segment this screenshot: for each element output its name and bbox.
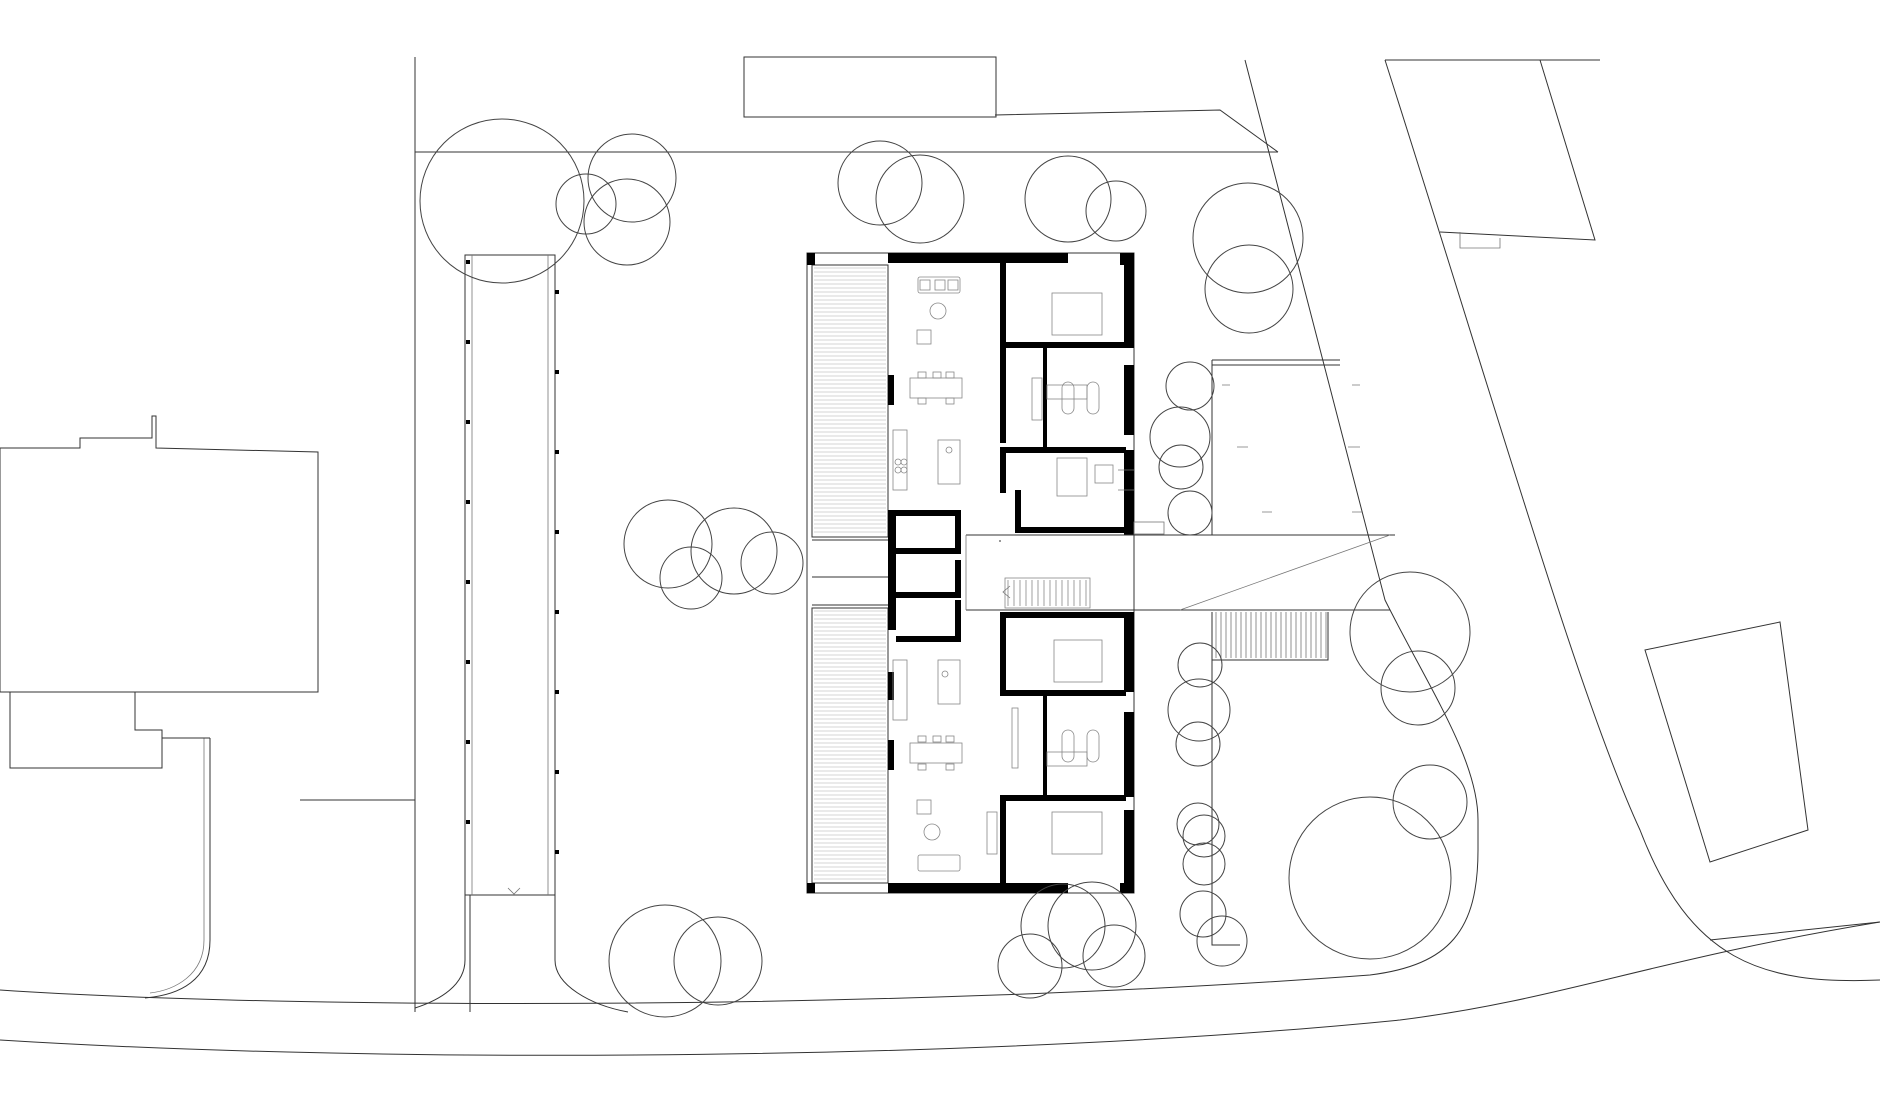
carport-post [466, 660, 470, 664]
tree-canopy [1149, 406, 1211, 468]
tree-canopy [1177, 642, 1223, 688]
tree-canopy [1167, 678, 1231, 742]
tree-canopy [555, 173, 617, 235]
tree-canopy [875, 154, 965, 244]
tree-canopy [1165, 361, 1215, 411]
furniture [892, 276, 1114, 872]
carport-post [466, 820, 470, 824]
road-lines [0, 59, 1880, 1056]
tree-canopy [1176, 802, 1220, 846]
carport-post [466, 260, 470, 264]
tree-canopy [1392, 764, 1468, 840]
tree-canopy [1179, 890, 1227, 938]
deck-boards-south [814, 610, 886, 880]
carport-post [466, 500, 470, 504]
carport-post [555, 770, 559, 774]
tree-canopy [608, 904, 722, 1018]
carport-post [466, 420, 470, 424]
terrace-south [811, 607, 889, 884]
carport-post [555, 530, 559, 534]
main-building [806, 252, 1165, 894]
carport-post [555, 370, 559, 374]
tree-canopy [1020, 883, 1106, 969]
parcel-lines [300, 57, 1395, 1012]
tree-canopy [1192, 182, 1304, 294]
driveway [144, 254, 629, 1013]
tree-canopy [690, 507, 778, 595]
carport-post [555, 610, 559, 614]
carport-post [466, 740, 470, 744]
tree-canopy [623, 499, 713, 589]
tree-canopy [1380, 650, 1456, 726]
entrance-path [1211, 360, 1362, 661]
tree-canopy [659, 546, 723, 610]
tree-canopy [1158, 444, 1204, 490]
stair-core [1004, 577, 1091, 609]
tree-canopy [1085, 180, 1147, 242]
tree-canopy [1167, 490, 1213, 536]
tree-canopy [1175, 721, 1221, 767]
carport-post [555, 450, 559, 454]
tree-canopy [1024, 155, 1112, 243]
tree-canopy [673, 916, 763, 1006]
carport-post [466, 580, 470, 584]
carport-post [466, 340, 470, 344]
deck-boards-north [814, 267, 886, 533]
tree-canopy [837, 140, 923, 226]
ramp-lines [1215, 612, 1327, 658]
tree-canopy [1204, 244, 1294, 334]
tree-canopy [1047, 881, 1137, 971]
tree-canopy [587, 133, 677, 223]
tree-canopy [1288, 796, 1452, 960]
tree-canopy [997, 933, 1063, 999]
carport-posts [466, 260, 559, 854]
tree-canopy [740, 531, 804, 595]
tree-canopy [1182, 842, 1226, 886]
trees [419, 118, 1471, 1018]
tree-canopy [1196, 915, 1248, 967]
neighbour-buildings [0, 56, 1809, 863]
tree-canopy [1082, 924, 1146, 988]
tree-canopy [1349, 571, 1471, 693]
carport-post [555, 290, 559, 294]
tree-canopy [1182, 814, 1226, 858]
tree-canopy [419, 118, 585, 284]
carport-post [555, 690, 559, 694]
tree-canopy [583, 178, 671, 266]
carport-post [555, 850, 559, 854]
